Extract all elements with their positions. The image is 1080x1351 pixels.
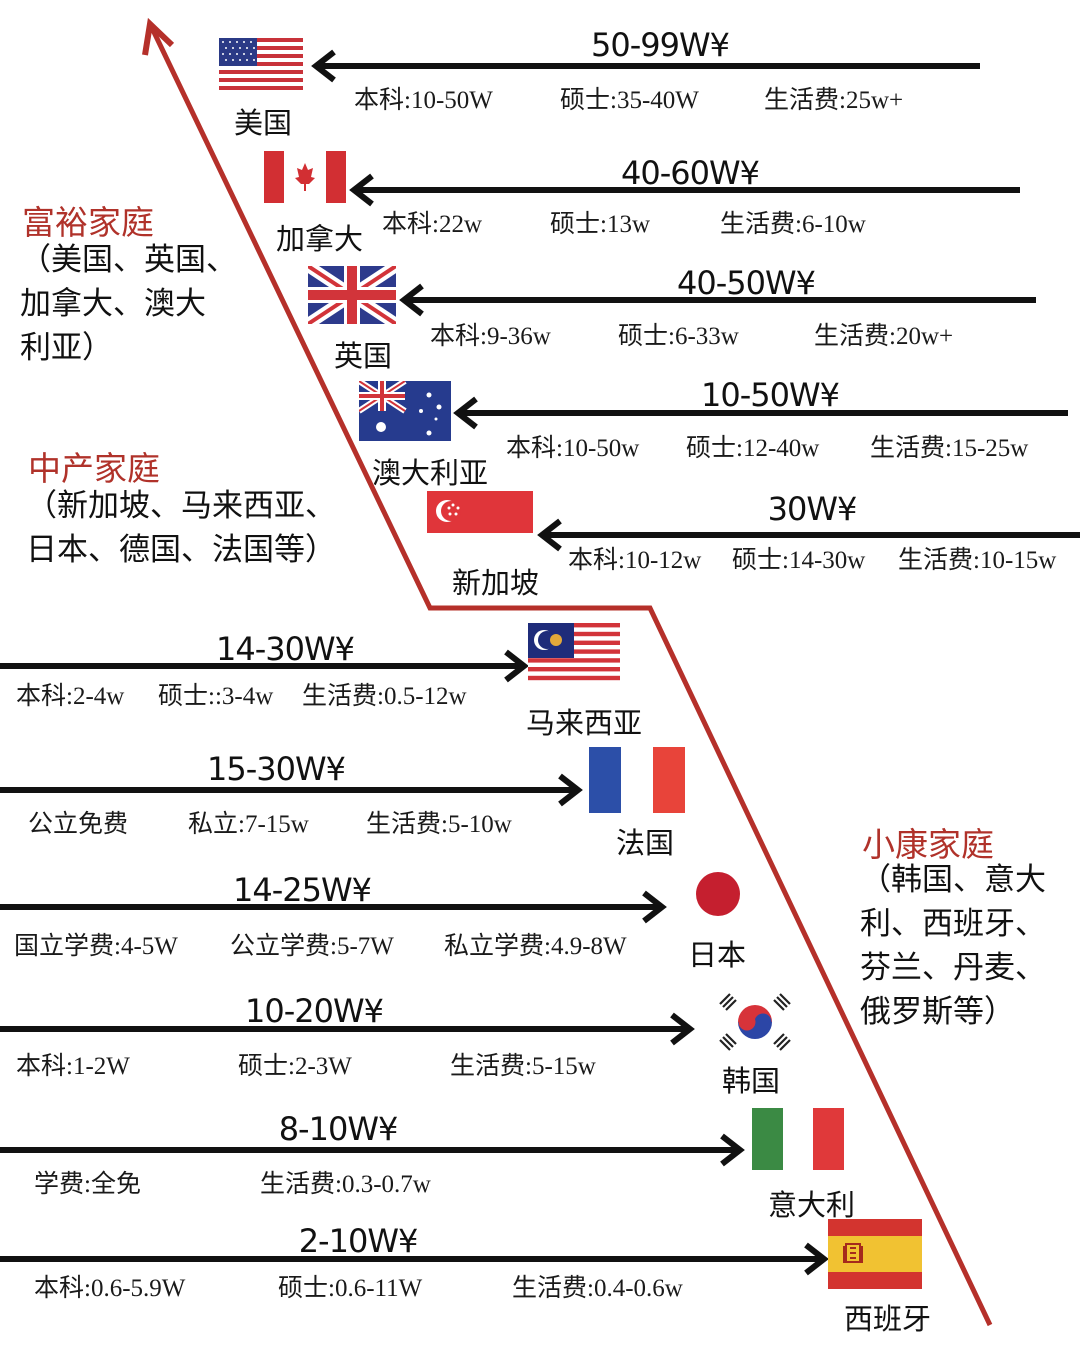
tier-desc-line: 利亚） xyxy=(20,330,113,366)
arrow-uk xyxy=(399,283,1036,317)
country-name-korea: 韩国 xyxy=(722,1066,781,1098)
tier-desc-line: 利、西班牙、 xyxy=(860,906,1046,942)
country-name-australia: 澳大利亚 xyxy=(372,458,489,490)
cost-item: 私立:7-15w xyxy=(188,811,309,838)
total-cost-malaysia: 14-30W¥ xyxy=(216,630,355,668)
cost-item: 私立学费:4.9-8W xyxy=(444,933,627,960)
cost-item: 学费:全免 xyxy=(34,1171,141,1198)
tier-desc-line: （美国、英国、 xyxy=(20,242,237,278)
total-cost-canada: 40-60W¥ xyxy=(621,154,760,192)
cost-item: 国立学费:4-5W xyxy=(14,933,178,960)
us-flag-icon xyxy=(219,38,303,90)
tier-desc-moderate: （韩国、意大 利、西班牙、 芬兰、丹麦、 俄罗斯等） xyxy=(860,858,1080,1034)
country-name-spain: 西班牙 xyxy=(844,1304,932,1336)
arrow-malaysia xyxy=(0,649,529,683)
total-cost-spain: 2-10W¥ xyxy=(298,1222,419,1260)
cost-item: 本科:1-2W xyxy=(16,1053,130,1080)
country-name-singapore: 新加坡 xyxy=(452,568,540,600)
tier-desc-line: 俄罗斯等） xyxy=(860,994,1015,1030)
tier-desc-line: 日本、德国、法国等） xyxy=(26,532,336,568)
tier-desc-line: （韩国、意大 xyxy=(860,862,1046,898)
total-cost-usa: 50-99W¥ xyxy=(591,26,730,64)
total-cost-uk: 40-50W¥ xyxy=(677,264,816,302)
malaysia-flag-icon xyxy=(528,623,620,685)
cost-item: 生活费:5-15w xyxy=(450,1053,596,1080)
cost-item: 本科:2-4w xyxy=(16,683,125,710)
cost-item: 硕士:13w xyxy=(550,211,651,238)
total-cost-japan: 14-25W¥ xyxy=(233,871,372,909)
tier-title-middle-class: 中产家庭 xyxy=(28,449,160,488)
cost-item: 硕士:35-40W xyxy=(560,87,699,114)
cost-item: 本科:9-36w xyxy=(430,323,551,350)
japan-flag-icon xyxy=(696,872,740,916)
tier-desc-middle-class: （新加坡、马来西亚、 日本、德国、法国等） xyxy=(26,484,336,572)
korea-flag-icon xyxy=(712,990,798,1054)
arrow-italy xyxy=(0,1133,745,1167)
cost-item: 硕士::3-4w xyxy=(158,683,274,710)
arrow-korea xyxy=(0,1012,695,1046)
country-name-japan: 日本 xyxy=(688,940,747,972)
tier-desc-wealthy: （美国、英国、 加拿大、澳大 利亚） xyxy=(20,238,237,370)
cost-item: 生活费:0.3-0.7w xyxy=(260,1171,431,1198)
country-name-malaysia: 马来西亚 xyxy=(526,708,643,740)
italy-flag-icon xyxy=(752,1108,844,1170)
arrow-japan xyxy=(0,890,667,924)
tier-desc-line: 加拿大、澳大 xyxy=(20,286,206,322)
cost-item: 本科:10-50W xyxy=(354,87,493,114)
arrow-canada xyxy=(349,173,1020,207)
cost-item: 生活费:0.4-0.6w xyxy=(512,1275,683,1302)
country-name-france: 法国 xyxy=(616,828,675,860)
canada-flag-icon xyxy=(264,151,346,203)
tier-desc-line: 芬兰、丹麦、 xyxy=(860,950,1046,986)
france-flag-icon xyxy=(589,747,685,813)
arrow-france xyxy=(0,773,583,807)
cost-item: 生活费:6-10w xyxy=(720,211,866,238)
spain-flag-icon xyxy=(828,1219,922,1289)
country-name-usa: 美国 xyxy=(234,108,293,140)
cost-item: 本科:10-50w xyxy=(506,435,640,462)
total-cost-france: 15-30W¥ xyxy=(207,750,346,788)
tier-divider-line xyxy=(149,26,993,1327)
cost-item: 硕士:2-3W xyxy=(238,1053,352,1080)
singapore-flag-icon xyxy=(427,491,533,533)
country-name-italy: 意大利 xyxy=(768,1190,856,1222)
tier-desc-line: （新加坡、马来西亚、 xyxy=(26,488,336,524)
cost-item: 生活费:10-15w xyxy=(898,547,1057,574)
total-cost-korea: 10-20W¥ xyxy=(245,992,384,1030)
cost-item: 生活费:20w+ xyxy=(814,323,954,350)
cost-item: 生活费:15-25w xyxy=(870,435,1029,462)
tier-title-moderate: 小康家庭 xyxy=(862,825,994,864)
cost-item: 本科:22w xyxy=(382,211,483,238)
country-name-uk: 英国 xyxy=(334,341,393,373)
arrow-singapore xyxy=(537,518,1080,552)
cost-item: 本科:10-12w xyxy=(568,547,702,574)
total-cost-italy: 8-10W¥ xyxy=(278,1110,399,1148)
uk-flag-icon xyxy=(308,266,396,324)
cost-item: 硕士:12-40w xyxy=(686,435,820,462)
cost-item: 公立免费 xyxy=(28,811,129,838)
cost-item: 生活费:25w+ xyxy=(764,87,904,114)
arrow-spain xyxy=(0,1242,829,1276)
country-name-canada: 加拿大 xyxy=(276,224,364,256)
arrow-usa xyxy=(311,49,980,83)
cost-item: 生活费:0.5-12w xyxy=(302,683,467,710)
cost-item: 硕士:14-30w xyxy=(732,547,866,574)
total-cost-singapore: 30W¥ xyxy=(767,490,858,528)
australia-flag-icon xyxy=(359,381,451,441)
cost-item: 硕士:0.6-11W xyxy=(278,1275,423,1302)
total-cost-australia: 10-50W¥ xyxy=(701,376,840,414)
cost-item: 硕士:6-33w xyxy=(618,323,739,350)
cost-item: 本科:0.6-5.9W xyxy=(34,1275,186,1302)
arrow-australia xyxy=(453,396,1068,430)
tier-divider-arrowhead xyxy=(142,17,175,56)
cost-item: 公立学费:5-7W xyxy=(230,933,394,960)
tier-title-wealthy: 富裕家庭 xyxy=(22,203,154,242)
cost-item: 生活费:5-10w xyxy=(366,811,512,838)
